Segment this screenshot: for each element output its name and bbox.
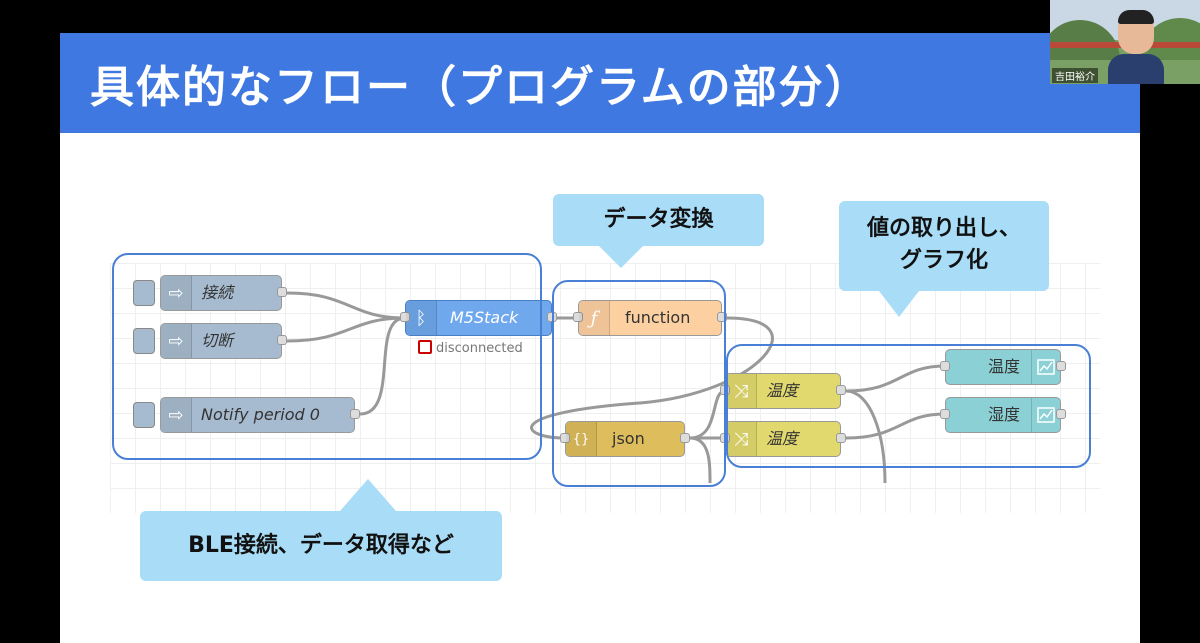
inject-node-disconnect[interactable]: ⇨ 切断 [133, 323, 287, 359]
output-port[interactable] [717, 312, 727, 322]
group-graph [726, 344, 1091, 468]
json-node[interactable]: {} json [560, 421, 690, 457]
wire-notify-ble [359, 316, 406, 416]
node-label: function [625, 308, 691, 327]
inject-button[interactable] [133, 280, 155, 306]
status-text: disconnected [436, 341, 523, 356]
wire-connect-ble [286, 291, 406, 320]
presenter-avatar [1108, 10, 1164, 84]
function-node[interactable]: ƒ function [573, 300, 727, 336]
input-port[interactable] [573, 312, 583, 322]
line-chart-icon [1031, 398, 1060, 432]
node-label: Notify period 0 [201, 405, 320, 424]
webcam-thumbnail[interactable]: 吉田裕介 [1050, 0, 1200, 84]
inject-arrow-icon: ⇨ [161, 276, 192, 310]
ble-status: disconnected [418, 340, 523, 356]
wire-change1-chart1 [845, 364, 946, 393]
group-ble [112, 253, 542, 460]
ble-node-m5stack[interactable]: ᛒ M5Stack [400, 300, 557, 336]
slide-header: 具体的なフロー（プログラムの部分） [60, 33, 1140, 133]
callout-extract-graph: 値の取り出し、 グラフ化 [839, 201, 1049, 317]
slide: 具体的なフロー（プログラムの部分） ⇨ 接続 ⇨ 切断 ⇨ [60, 33, 1140, 643]
callout-text-line2: グラフ化 [899, 248, 988, 273]
shuffle-icon: ⤨ [726, 422, 757, 456]
inject-arrow-icon: ⇨ [161, 324, 192, 358]
callout-data-convert: データ変換 [553, 194, 764, 268]
slide-title: 具体的なフロー（プログラムの部分） [90, 62, 871, 113]
input-port[interactable] [940, 361, 950, 371]
callout-tail [340, 479, 396, 511]
output-port[interactable] [277, 335, 287, 345]
node-label: M5Stack [450, 308, 519, 327]
input-port[interactable] [400, 312, 410, 322]
line-chart-icon [1031, 350, 1060, 384]
input-port[interactable] [940, 409, 950, 419]
wire-function-json [530, 316, 774, 440]
node-label: 温度 [766, 381, 799, 400]
inject-node-notify[interactable]: ⇨ Notify period 0 [133, 397, 360, 433]
node-label: 温度 [766, 429, 799, 448]
output-port[interactable] [1056, 409, 1066, 419]
function-icon: ƒ [579, 301, 610, 335]
chart-node-1[interactable]: 温度 [940, 349, 1066, 385]
inject-arrow-icon: ⇨ [161, 398, 192, 432]
node-label: 温度 [987, 357, 1020, 376]
node-label: 切断 [201, 331, 234, 350]
output-port[interactable] [836, 385, 846, 395]
node-label: 接続 [201, 283, 234, 302]
output-port[interactable] [350, 409, 360, 419]
node-label: json [612, 429, 645, 448]
inject-node-connect[interactable]: ⇨ 接続 [133, 275, 287, 311]
callout-text: BLE接続、データ取得など [188, 533, 454, 558]
shuffle-icon: ⤨ [726, 374, 757, 408]
status-disconnected-icon [418, 340, 432, 354]
output-port[interactable] [1056, 361, 1066, 371]
output-port[interactable] [680, 433, 690, 443]
input-port[interactable] [560, 433, 570, 443]
callout-text: データ変換 [603, 207, 714, 232]
output-port[interactable] [277, 287, 287, 297]
json-braces-icon: {} [566, 422, 597, 456]
callout-tail [599, 246, 643, 268]
group-data-convert [552, 280, 726, 487]
chart-node-2[interactable]: 湿度 [940, 397, 1066, 433]
flow-wires [286, 291, 946, 484]
webcam-name-label: 吉田裕介 [1052, 68, 1098, 83]
wire-disconnect-ble [286, 316, 406, 343]
callout-tail [879, 291, 919, 317]
wire-change2-chart2 [845, 412, 946, 440]
callout-ble-get: BLE接続、データ取得など [140, 479, 502, 581]
bluetooth-icon: ᛒ [406, 301, 437, 335]
callout-text-line1: 値の取り出し、 [866, 216, 1021, 241]
change-node-1[interactable]: ⤨ 温度 [720, 373, 846, 409]
inject-button[interactable] [133, 328, 155, 354]
node-label: 湿度 [987, 405, 1020, 424]
inject-button[interactable] [133, 402, 155, 428]
output-port[interactable] [836, 433, 846, 443]
wire-json-down [689, 436, 712, 484]
